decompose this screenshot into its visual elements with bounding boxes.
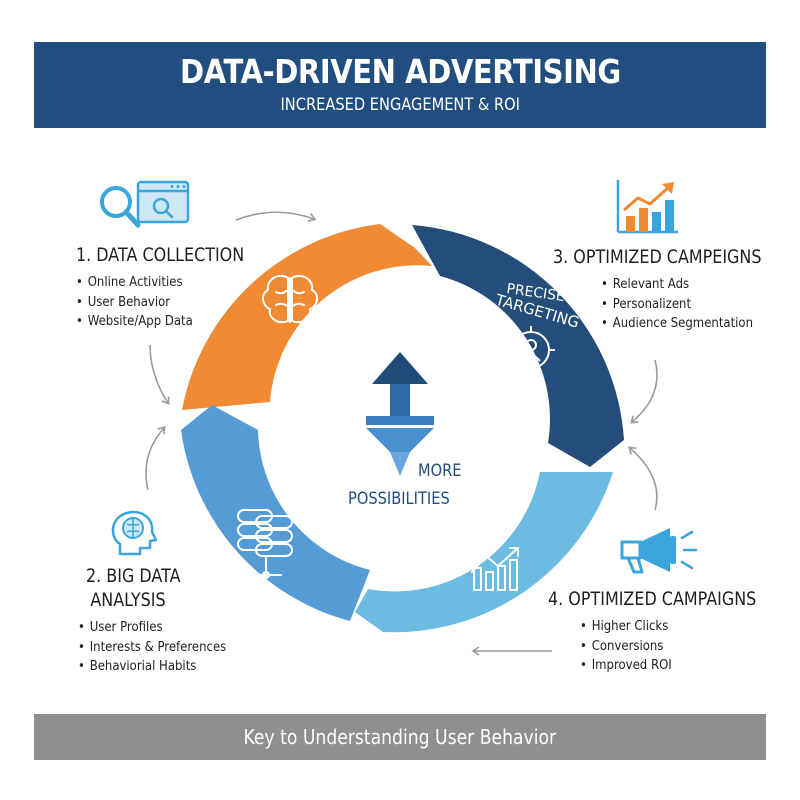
cycle-segment-orange (182, 224, 432, 410)
list-item: Personalizent (601, 295, 781, 315)
step-1-list: Online Activities User Behavior Website/… (76, 273, 276, 332)
step-1-block: 1. DATA COLLECTION Online Activities Use… (76, 243, 276, 332)
step-4-block: 4. OPTIMIZED CAMPAIGNS Higher Clicks Con… (548, 587, 796, 676)
step-4-heading: 4. OPTIMIZED CAMPAIGNS (548, 588, 757, 610)
cycle-segment-dark-blue (412, 225, 624, 467)
step-2-list: User Profiles Interests & Preferences Be… (78, 618, 243, 677)
flow-arrow-left-lower (145, 426, 166, 491)
megaphone-icon (620, 528, 698, 574)
magnifier-browser-icon (100, 180, 190, 228)
flow-arrow-top (235, 211, 317, 222)
center-label-line2: POSSIBILITIES (348, 489, 450, 509)
list-item: Interests & Preferences (78, 638, 227, 658)
step-2-block: 2. BIG DATA ANALYSIS User Profiles Inter… (78, 564, 243, 677)
database-server-icon (237, 509, 293, 579)
growth-chart-icon (471, 542, 519, 591)
list-item: Higher Clicks (580, 617, 774, 637)
list-item: Conversions (580, 637, 774, 657)
target-person-icon (507, 326, 555, 374)
list-item: Improved ROI (580, 656, 774, 676)
step-4-list: Higher Clicks Conversions Improved ROI (580, 617, 796, 676)
list-item: Website/App Data (76, 312, 256, 332)
list-item: User Profiles (78, 618, 226, 638)
step-3-list: Relevant Ads Personalizent Audience Segm… (601, 275, 800, 334)
title-banner: DATA-DRIVEN ADVERTISING INCREASED ENGAGE… (34, 42, 766, 128)
cycle-segment-mid-blue (181, 405, 370, 621)
list-item: Relevant Ads (601, 275, 781, 295)
bar-chart-arrow-icon (616, 180, 678, 234)
step-1-heading: 1. DATA COLLECTION (76, 244, 245, 266)
page-title: DATA-DRIVEN ADVERTISING (179, 52, 621, 91)
footer-text: Key to Understanding User Behavior (243, 725, 557, 749)
center-label-line1: MORE (418, 461, 462, 481)
list-item: User Behavior (76, 293, 256, 313)
list-item: Behaviorial Habits (78, 657, 226, 677)
funnel-arrow-icon (366, 352, 434, 476)
flow-arrow-left-upper (149, 344, 170, 406)
list-item: Audience Segmentation (601, 314, 781, 334)
flow-arrow-right-lower (628, 446, 658, 511)
head-brain-icon (111, 510, 158, 556)
page-subtitle: INCREASED ENGAGEMENT & ROI (280, 95, 520, 115)
cycle-segment-light-blue (355, 472, 613, 633)
step-3-heading: 3. OPTIMIZED CAMPEIGNS (553, 246, 762, 268)
step-2-heading-line1: 2. BIG DATA (86, 565, 181, 587)
list-item: Online Activities (76, 273, 256, 293)
footer-banner: Key to Understanding User Behavior (34, 714, 766, 760)
step-3-block: 3. OPTIMIZED CAMPEIGNS Relevant Ads Pers… (553, 245, 800, 334)
flow-arrow-right-upper (630, 359, 658, 424)
step-2-heading-line2: ANALYSIS (90, 589, 166, 611)
brain-icon (262, 274, 318, 324)
